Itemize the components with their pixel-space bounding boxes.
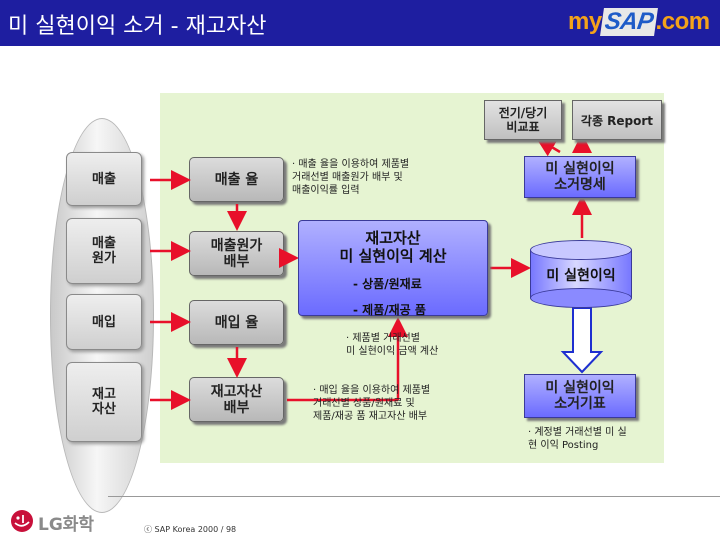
- inventory-allocation-box: 재고자산 배부: [189, 377, 284, 422]
- elimination-entry-box: 미 실현이익 소거기표: [524, 374, 636, 418]
- logo-com: .com: [655, 8, 711, 35]
- cylinder-bottom: [530, 288, 632, 308]
- cylinder-label: 미 실현이익: [546, 268, 616, 284]
- calc-item-goods: - 상품/원재료: [353, 277, 422, 291]
- company-name: LG화학: [38, 515, 95, 535]
- left-box-sales: 매출: [66, 152, 142, 206]
- left-box-inventory: 재고 자산: [66, 362, 142, 442]
- elimination-detail-box: 미 실현이익 소거명세: [524, 156, 636, 198]
- posting-note: · 계정별 거래선별 미 실 현 이익 Posting: [528, 427, 627, 451]
- title-bar: 미 실현이익 소거 - 재고자산 mySAP.com: [0, 0, 720, 46]
- compare-table-box: 전기/당기 비교표: [484, 100, 562, 140]
- amount-calc-note: · 제품별 거래선별 미 실현이익 금액 계산: [346, 333, 439, 357]
- unrealized-profit-db: 미 실현이익: [530, 240, 632, 308]
- logo-my: my: [568, 8, 602, 35]
- cylinder-top: [530, 240, 632, 260]
- lg-logo-icon: [11, 510, 33, 532]
- left-box-purchase: 매입: [66, 294, 142, 350]
- calc-item-products: - 제품/재공 품: [353, 303, 426, 317]
- footer-divider: [108, 496, 720, 497]
- cogs-allocation-box: 매출원가 배부: [189, 231, 284, 276]
- purchase-ratio-box: 매입 율: [189, 300, 284, 345]
- sales-ratio-box: 매출 율: [189, 157, 284, 202]
- calc-box-title: 재고자산 미 실현이익 계산: [339, 229, 447, 265]
- sales-ratio-note: · 매출 율을 이용하여 제품별 거래선별 매출원가 배부 및 매출이익률 입력: [292, 159, 410, 196]
- down-hollow-arrow: [560, 307, 604, 374]
- inventory-allocation-note: · 매입 율을 이용하여 제품별 거래선별 상품/원재료 및 제품/재공 품 재…: [313, 385, 431, 422]
- arrow-detail-compare: [535, 137, 561, 157]
- reports-box: 각종 Report: [572, 100, 662, 140]
- copyright-text: ⓒ SAP Korea 2000 / 98: [144, 525, 237, 534]
- left-box-cogs: 매출 원가: [66, 218, 142, 284]
- inventory-calc-box: 재고자산 미 실현이익 계산 - 상품/원재료 - 제품/재공 품: [298, 220, 488, 317]
- mysap-logo: mySAP.com: [568, 8, 710, 36]
- slide-title: 미 실현이익 소거 - 재고자산: [8, 14, 267, 39]
